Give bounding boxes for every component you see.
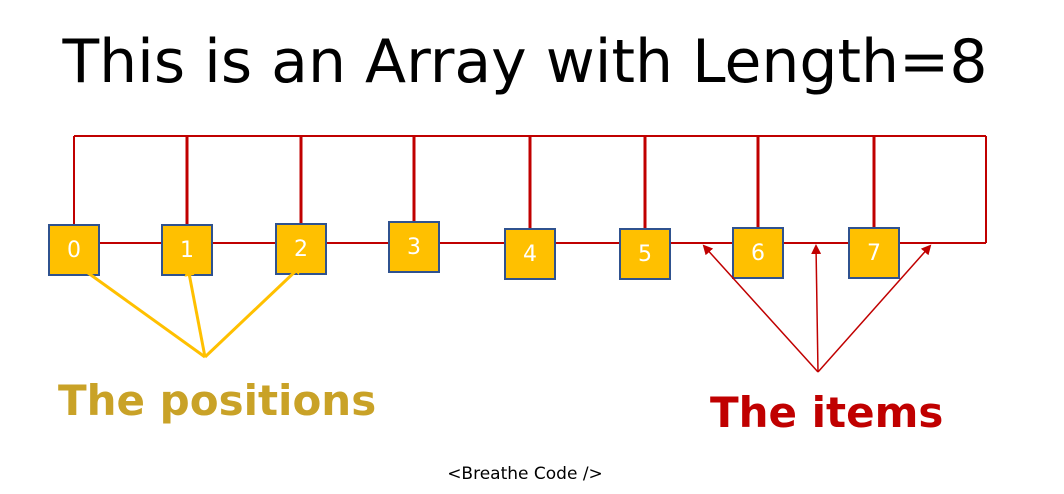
footer-brand: <Breathe Code /> <box>447 464 603 484</box>
index-label: 6 <box>751 241 765 266</box>
index-boxes: 0 1 2 3 4 5 6 7 <box>48 221 900 280</box>
positions-arrows <box>75 263 303 359</box>
items-arrow-0 <box>702 244 819 373</box>
index-label: 5 <box>638 242 652 267</box>
index-box-rect <box>848 227 900 279</box>
index-box-rect <box>48 224 100 276</box>
items-arrow-2 <box>817 244 932 373</box>
index-label: 1 <box>180 238 194 263</box>
index-box-rect <box>388 221 440 273</box>
page-title: This is an Array with Length=8 <box>62 27 988 97</box>
index-box-6: 6 <box>732 227 784 279</box>
index-label: 0 <box>67 238 81 263</box>
positions-arrow-2 <box>203 264 303 359</box>
index-label: 4 <box>523 242 537 267</box>
index-label: 7 <box>867 241 881 266</box>
index-box-7: 7 <box>848 227 900 279</box>
index-label: 2 <box>294 237 308 262</box>
items-arrow-1 <box>811 244 822 373</box>
items-label: The items <box>710 388 943 437</box>
positions-label: The positions <box>58 376 376 425</box>
index-box-3: 3 <box>388 221 440 273</box>
index-box-rect <box>619 228 671 280</box>
index-box-4: 4 <box>504 228 556 280</box>
index-box-0: 0 <box>48 224 100 276</box>
index-box-rect <box>732 227 784 279</box>
positions-arrow-1 <box>184 266 207 358</box>
index-box-1: 1 <box>161 224 213 276</box>
index-box-rect <box>504 228 556 280</box>
positions-arrow-0 <box>75 263 206 359</box>
index-box-5: 5 <box>619 228 671 280</box>
index-label: 3 <box>407 235 421 260</box>
items-arrows <box>702 244 932 373</box>
